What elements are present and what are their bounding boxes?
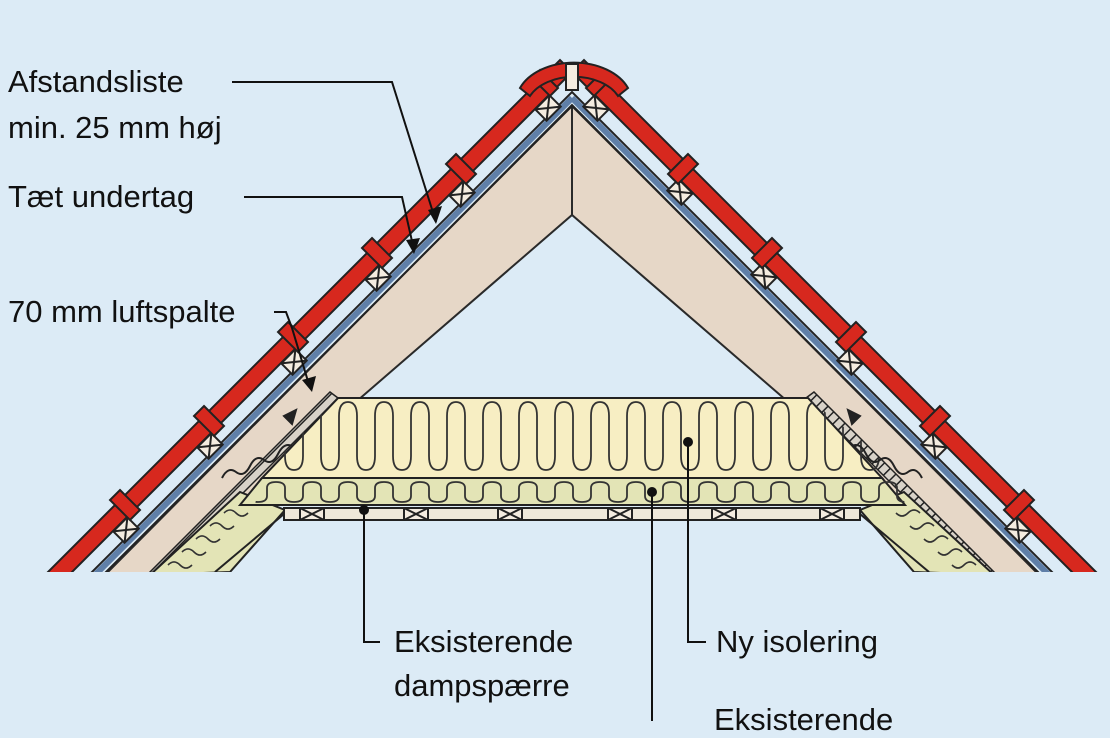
dot-dampspaerre: [359, 505, 369, 515]
dot-eksisterende-isolering: [647, 487, 657, 497]
dot-ny-isolering: [683, 437, 693, 447]
airflow-arrow-left: [221, 408, 298, 479]
arrowhead-undertag: [406, 238, 420, 254]
underlay-right: [569, 95, 1051, 572]
label-afstandsliste-line2: min. 25 mm høj: [8, 110, 222, 145]
label-undertag: Tæt undertag: [8, 179, 195, 214]
leader-arrowheads: [302, 206, 442, 392]
battens-right: [581, 93, 1033, 545]
label-dampspaerre-line2: dampspærre: [394, 668, 570, 703]
ceiling-board: [283, 507, 861, 521]
tile-overlaps-right: [584, 68, 1036, 522]
new-insulation: [259, 397, 885, 479]
leader-luftspalte: [274, 311, 311, 389]
insulation-texture: [255, 401, 905, 503]
leader-afstandsliste: [232, 81, 437, 223]
leader-lines: [232, 81, 706, 721]
label-ny-isolering: Ny isolering: [716, 624, 878, 659]
underlay-inner-outline: [104, 104, 1040, 572]
airflow-arrow-right: [846, 408, 923, 479]
diagram-canvas: [46, 58, 1098, 721]
label-eksisterende-isolering: Eksisterende: [714, 702, 894, 737]
kneewall-left: [214, 513, 285, 572]
leader-dots: [359, 437, 693, 515]
ridge-cap: [518, 61, 630, 98]
leader-undertag: [244, 196, 415, 251]
label-afstandsliste-line1: Afstandsliste: [8, 64, 184, 99]
label-dampspaerre-line1: Eksisterende: [394, 624, 574, 659]
arrowhead-afstandsliste: [428, 206, 442, 224]
label-luftspalte: 70 mm luftspalte: [8, 294, 236, 329]
leader-ny-isolering: [687, 442, 706, 643]
underlay-left: [93, 95, 575, 572]
ridge-batten: [565, 63, 579, 91]
arrowhead-luftspalte: [302, 376, 316, 392]
ceiling-battens: [299, 507, 845, 521]
board-left: [148, 391, 340, 572]
side-insulation-texture: [167, 509, 977, 569]
kneewall-right: [859, 513, 930, 572]
board-right: [804, 391, 996, 572]
leader-dampspaerre: [363, 510, 380, 643]
underlay-outline: [90, 90, 1054, 572]
roof-section-diagram: Afstandsliste min. 25 mm høj Tæt underta…: [8, 58, 1098, 737]
